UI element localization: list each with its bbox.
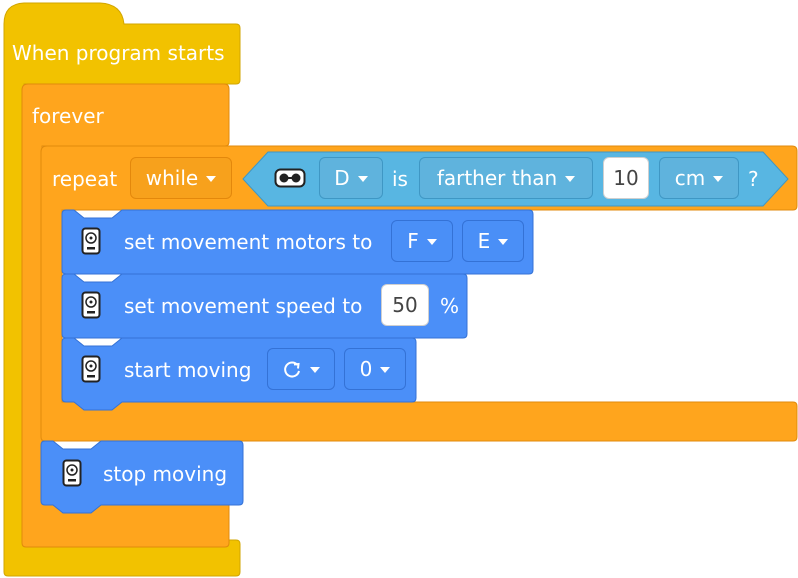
repeat-while-block[interactable]: repeat while D is farther than 10 cm ?: [0, 0, 798, 520]
movement-icon: [81, 291, 101, 319]
start-moving-block[interactable]: start moving 0: [0, 0, 430, 420]
forever-label: forever: [32, 104, 104, 128]
chevron-down-icon: [565, 176, 576, 182]
unit-dropdown[interactable]: cm: [659, 157, 739, 199]
chevron-down-icon: [357, 176, 368, 182]
steering-value-dropdown[interactable]: 0: [344, 348, 406, 390]
condition-question-mark: ?: [748, 167, 759, 191]
repeat-label: repeat: [52, 167, 118, 191]
speed-unit-label: %: [440, 294, 460, 318]
hat-label: When program starts: [12, 41, 225, 65]
comparison-dropdown[interactable]: farther than: [419, 157, 593, 199]
chevron-down-icon: [426, 239, 437, 245]
distance-value-input[interactable]: 10: [603, 157, 649, 199]
set-movement-speed-block[interactable]: set movement speed to 50 %: [0, 0, 480, 350]
repeat-mode-dropdown[interactable]: while: [130, 157, 232, 199]
movement-icon: [81, 227, 101, 255]
chevron-down-icon: [713, 176, 724, 182]
start-moving-label: start moving: [124, 358, 252, 382]
set-movement-motors-block[interactable]: set movement motors to F E: [0, 0, 540, 290]
chevron-down-icon: [310, 367, 320, 373]
direction-dropdown[interactable]: [267, 348, 335, 390]
stop-moving-label: stop moving: [103, 462, 228, 486]
repeat-mode-value: while: [145, 166, 199, 190]
stop-moving-block[interactable]: stop moving: [0, 0, 260, 530]
chevron-down-icon: [206, 176, 217, 182]
set-movement-motors-label: set movement motors to: [124, 230, 373, 254]
chevron-down-icon: [498, 239, 509, 245]
comparison-value: farther than: [436, 166, 558, 190]
right-motor-port-dropdown[interactable]: E: [462, 220, 524, 262]
set-movement-speed-label: set movement speed to: [124, 294, 363, 318]
movement-icon: [62, 459, 82, 487]
unit-value: cm: [674, 166, 706, 190]
rotate-clockwise-icon: [284, 361, 300, 378]
steering-value: 0: [359, 357, 373, 381]
sensor-port-value: D: [334, 166, 350, 190]
hat-block-shape: [3, 2, 241, 577]
right-motor-port-value: E: [477, 229, 491, 253]
speed-value: 50: [392, 293, 418, 317]
chevron-down-icon: [380, 367, 391, 373]
is-label: is: [392, 167, 408, 191]
left-motor-port-value: F: [407, 229, 419, 253]
movement-icon: [81, 355, 101, 383]
speed-value-input[interactable]: 50: [381, 284, 429, 326]
distance-sensor-icon: [274, 168, 306, 188]
distance-value: 10: [613, 166, 639, 190]
movement-block-shape: [40, 440, 244, 514]
when-program-starts-block[interactable]: When program starts: [0, 0, 242, 578]
left-motor-port-dropdown[interactable]: F: [391, 220, 453, 262]
sensor-port-dropdown[interactable]: D: [319, 157, 383, 199]
